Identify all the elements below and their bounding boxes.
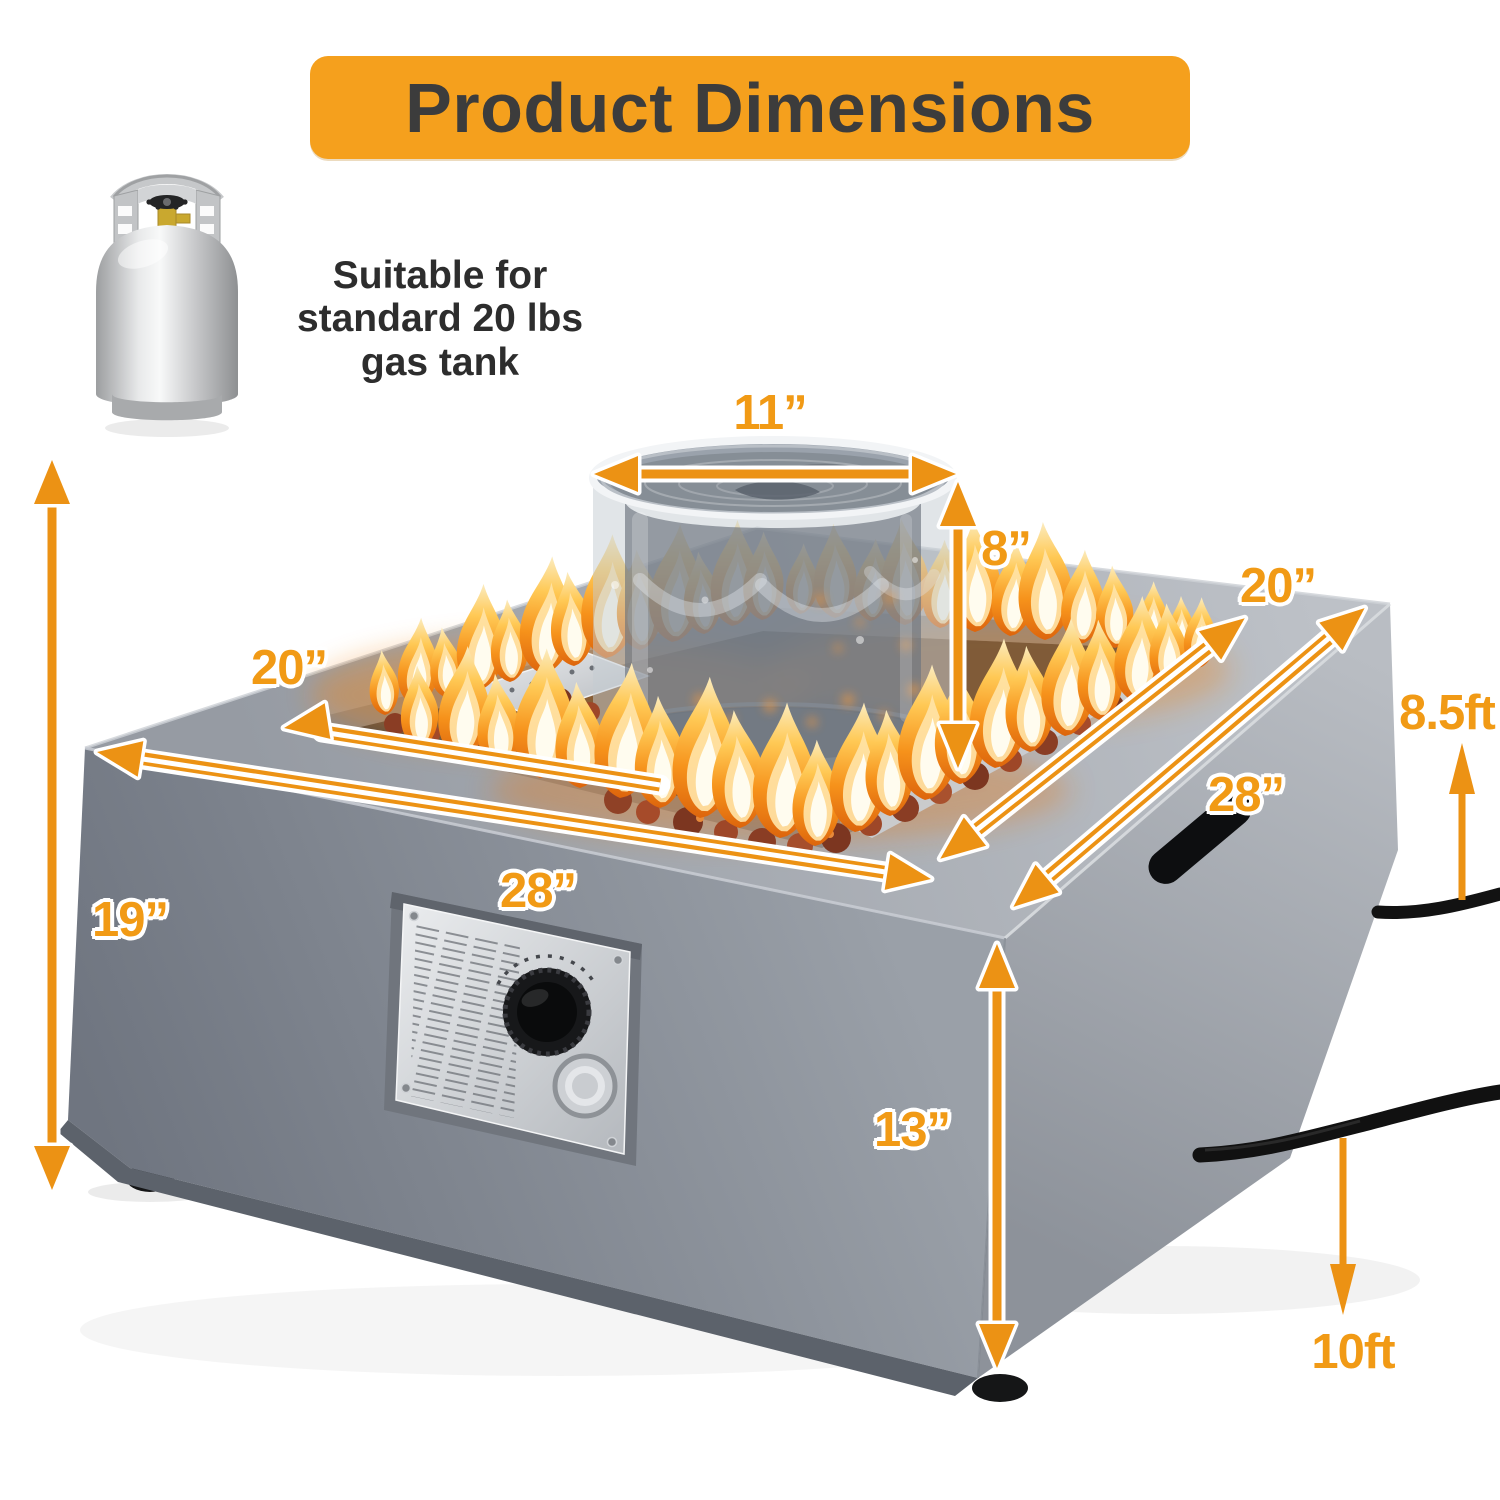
dim-water-bowl-diameter-label: 11” bbox=[733, 386, 807, 440]
control-panel bbox=[384, 892, 642, 1166]
dim-arrow-tabletop-right bbox=[1002, 594, 1376, 920]
dim-arrow-base-height bbox=[979, 944, 1015, 1368]
dim-gas-hose-length-label: 8.5ft bbox=[1399, 686, 1496, 740]
gas-tank-note-line: Suitable for bbox=[332, 254, 548, 297]
dim-cord-length-label: 10ft bbox=[1311, 1325, 1395, 1379]
rubber-foot bbox=[972, 1374, 1028, 1402]
dim-arrow-tabletop-left bbox=[94, 734, 933, 896]
dim-arrow-gas-hose-length bbox=[1449, 743, 1475, 900]
dim-overall-height-label: 19” bbox=[91, 893, 169, 947]
dim-water-bowl-height-label: 8” bbox=[981, 522, 1032, 576]
dim-arrow-cord-length bbox=[1330, 1138, 1356, 1315]
dim-fire-area-right-label: 20” bbox=[1239, 559, 1317, 613]
side-face bbox=[978, 604, 1398, 1378]
propane-tank-icon bbox=[96, 174, 238, 437]
bottom-bevel bbox=[58, 1120, 978, 1396]
dim-arrow-overall-height bbox=[34, 460, 70, 1190]
dim-tabletop-left-label: 28” bbox=[499, 864, 577, 918]
dim-arrow-fire-area-left bbox=[281, 703, 671, 796]
dim-base-height-label: 13” bbox=[873, 1103, 951, 1157]
dim-arrow-water-bowl-height bbox=[940, 482, 976, 768]
gas-tank-note-line: gas tank bbox=[360, 340, 520, 384]
tank-handle bbox=[110, 174, 224, 204]
tank-body bbox=[96, 225, 238, 406]
side-handle-slot bbox=[1148, 792, 1252, 884]
instruction-text-lines bbox=[410, 922, 520, 1118]
dim-arrow-fire-area-right bbox=[929, 604, 1256, 873]
dim-arrow-water-bowl-diameter bbox=[594, 456, 956, 492]
gas-tank-note: Suitable for standard 20 lbs gas tank bbox=[238, 254, 642, 384]
dim-fire-area-left-label: 20” bbox=[250, 641, 328, 695]
page-title: Product Dimensions bbox=[405, 68, 1095, 147]
power-cord bbox=[1192, 1084, 1500, 1163]
gas-hose bbox=[1371, 887, 1500, 919]
dim-tabletop-right-label: 28” bbox=[1207, 768, 1285, 822]
title-banner: Product Dimensions bbox=[310, 56, 1190, 159]
gas-tank-note-line: standard 20 lbs bbox=[296, 297, 584, 341]
